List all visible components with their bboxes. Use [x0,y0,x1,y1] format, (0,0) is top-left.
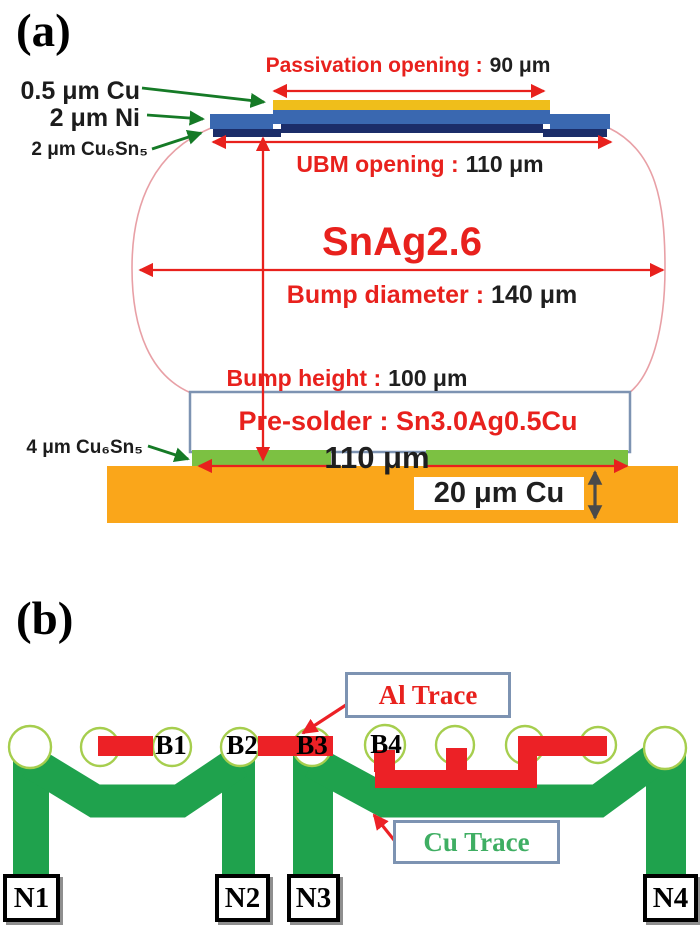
node-box-n4: N4 [643,874,698,922]
al-trace-shapes [98,736,607,788]
bump-label-b4: B4 [370,729,402,759]
bump-label-b1: B1 [155,730,187,760]
al-trace-comb-tab-b4 [374,750,395,772]
dim-diameter: Bump diameter :140 μm [287,281,577,310]
cusn-layer-top-right [543,129,607,137]
bump-label-b2: B2 [226,730,258,760]
dim-ubm-value: 110 μm [465,151,544,177]
dim-ubm: UBM opening :110 μm [296,151,543,177]
al-trace-comb-riser [518,754,537,772]
cu-label-arrow [141,86,266,108]
presolder-label: Pre-solder : Sn3.0Ag0.5Cu [238,406,578,436]
node-label-n4: N4 [652,881,689,914]
dim-passivation-value: 90 μm [489,54,551,77]
dim-passivation: Passivation opening : 90 μm [266,54,551,78]
layer-label-arrows [141,86,266,463]
cu-trace-band-right [305,740,672,818]
layer-label-cusn-bottom: 4 μm Cu₆Sn₅ [26,437,143,458]
dim-height: Bump height :100 μm [227,365,468,391]
panel-b-tag: (b) [16,593,74,645]
cusn-bottom-label-arrow [147,444,190,463]
al-trace-comb-bottom [375,770,537,788]
cusn-layer-top-left [213,129,281,137]
panel-b-shapes [7,701,688,874]
dim-diameter-value: 140 μm [491,281,578,309]
layer-label-ni: 2 μm Ni [49,104,140,132]
layer-label-cu: 0.5 μm Cu [20,77,141,105]
node-label-n2: N2 [224,881,261,914]
node-box-n1: N1 [3,874,60,922]
pad-width-label: 110 μm [324,440,430,475]
dim-height-label: Bump height : [226,365,382,391]
ni-label-arrow [146,110,205,126]
al-trace-callout-box: Al Trace [345,672,511,718]
al-trace-comb-top [518,736,607,756]
cu-pad-label: 20 μm Cu [433,477,565,509]
cu-trace-band-left [22,747,248,818]
bump-outline-right-arc [608,127,666,394]
cusn-layer-bottom-left [192,450,331,466]
cu-trace-callout-box: Cu Trace [393,820,560,864]
alloy-label: SnAg2.6 [321,220,483,264]
cusn-top-label-arrow [151,129,203,151]
al-trace-comb-tab-mid [446,748,467,772]
al-trace-bar-b1 [98,736,153,756]
cusn-layer-top-center [281,124,543,133]
al-trace-bar-b2-b3 [258,736,333,756]
dim-passivation-label: Passivation opening : [265,54,483,77]
dim-diameter-label: Bump diameter : [286,281,485,309]
ni-layer-right-wing [550,114,610,129]
ni-layer-left-wing [210,114,273,129]
bump-outline-left-arc [131,127,212,394]
node-box-n2: N2 [215,874,270,922]
node-label-n1: N1 [13,881,50,914]
dimension-arrows [138,83,665,474]
panel-a-tag: (a) [16,5,71,57]
cu-layer [273,100,550,110]
cusn-layer-bottom-right [426,450,628,466]
node-label-n3: N3 [295,881,332,914]
dim-height-value: 100 μm [388,365,468,391]
bump-label-b3: B3 [296,730,328,760]
pad-circle-1 [7,724,53,770]
pad-circle-10 [642,725,688,771]
dim-ubm-label: UBM opening : [296,151,459,177]
layer-label-cusn-top: 2 μm Cu₆Sn₅ [31,139,148,160]
cu-pad-label-plate [414,477,584,510]
cu-trace-callout-label: Cu Trace [423,826,530,857]
al-trace-callout-arrow [301,701,350,735]
ni-layer-center [273,110,550,124]
al-trace-callout-label: Al Trace [378,679,478,710]
panel-a-shapes [107,83,678,523]
node-box-n3: N3 [287,874,340,922]
